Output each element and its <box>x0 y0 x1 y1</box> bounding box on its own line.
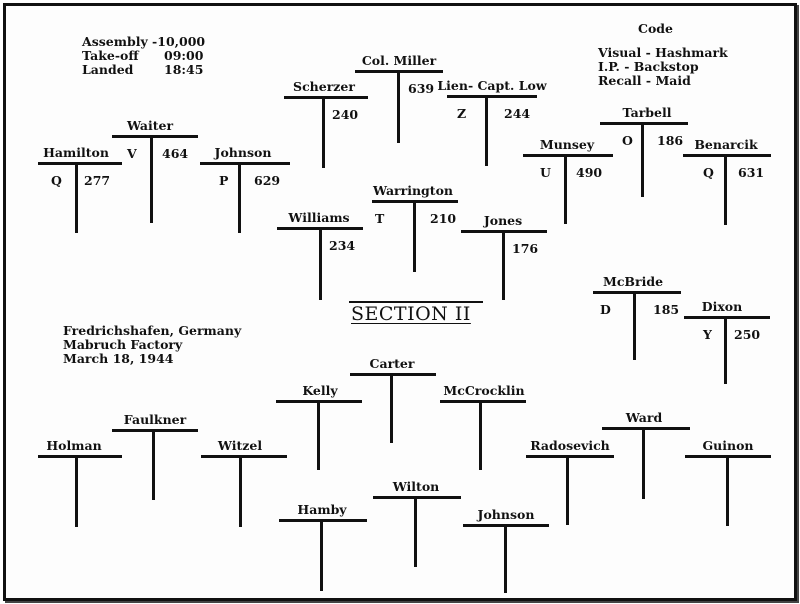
location-block: Fredrichshafen, Germany Mabruch Factory … <box>63 324 241 366</box>
location-date: March 18, 1944 <box>63 351 174 366</box>
code-row-visual: Visual - Hashmark <box>598 45 728 60</box>
location-target: Mabruch Factory <box>63 337 183 352</box>
section-title-overline <box>349 301 483 303</box>
section-title: SECTION II <box>351 303 471 325</box>
code-row-ip: I.P. - Backstop <box>598 59 699 74</box>
info-row-assembly: Assembly - 10,000 <box>82 34 206 49</box>
location-city: Fredrichshafen, Germany <box>63 323 242 338</box>
code-title: Code <box>638 21 673 36</box>
code-row-recall: Recall - Maid <box>598 73 691 88</box>
code-legend: Visual - Hashmark I.P. - Backstop Recall… <box>598 46 728 88</box>
